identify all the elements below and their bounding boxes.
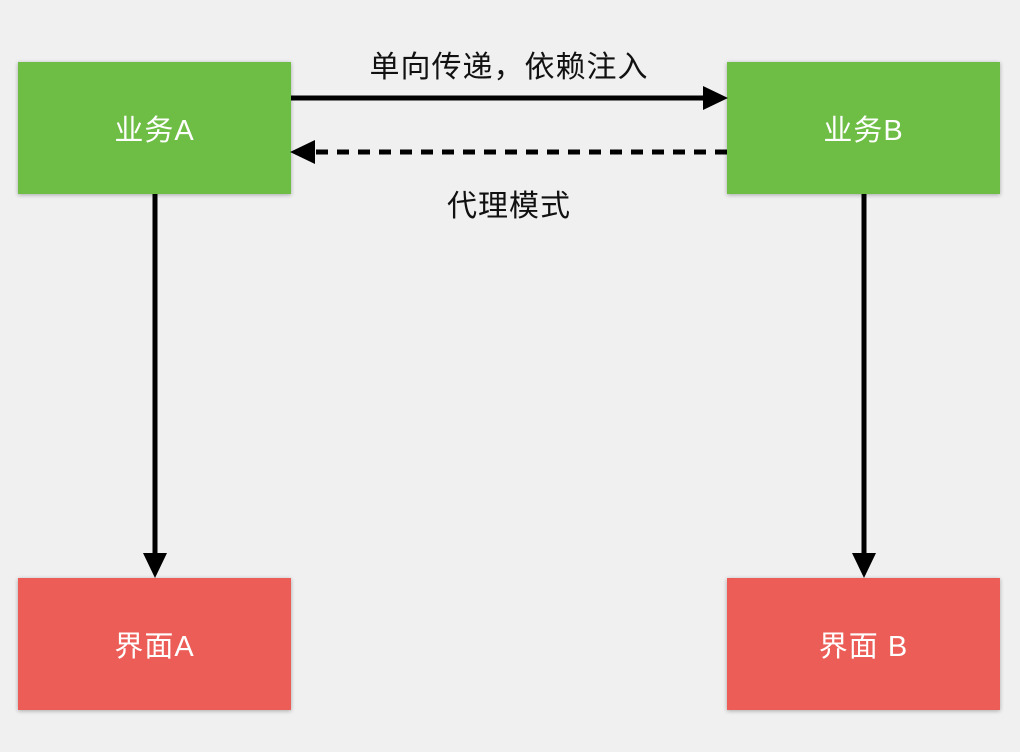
node-business-b-label: 业务B <box>823 115 904 147</box>
node-interface-a-label: 界面A <box>114 631 195 663</box>
arrowhead-down-icon <box>143 553 167 578</box>
node-interface-a: 界面A <box>18 578 291 710</box>
arrowhead-right-icon <box>703 86 728 110</box>
edge-label-backward: 代理模式 <box>447 190 571 223</box>
arrow-business-b-to-business-a-dashed <box>290 140 727 164</box>
edge-label-forward: 单向传递，依赖注入 <box>369 51 649 84</box>
node-business-a: 业务A <box>18 62 291 194</box>
node-interface-b: 界面 B <box>727 578 1000 710</box>
node-business-a-label: 业务A <box>114 115 195 147</box>
arrow-business-a-to-interface-a <box>143 194 167 578</box>
arrow-business-b-to-interface-b <box>852 194 876 578</box>
arrow-business-a-to-business-b <box>291 86 728 110</box>
arrowhead-down-icon <box>852 553 876 578</box>
node-interface-b-label: 界面 B <box>818 631 909 663</box>
arrowhead-left-icon <box>290 140 315 164</box>
node-business-b: 业务B <box>727 62 1000 194</box>
